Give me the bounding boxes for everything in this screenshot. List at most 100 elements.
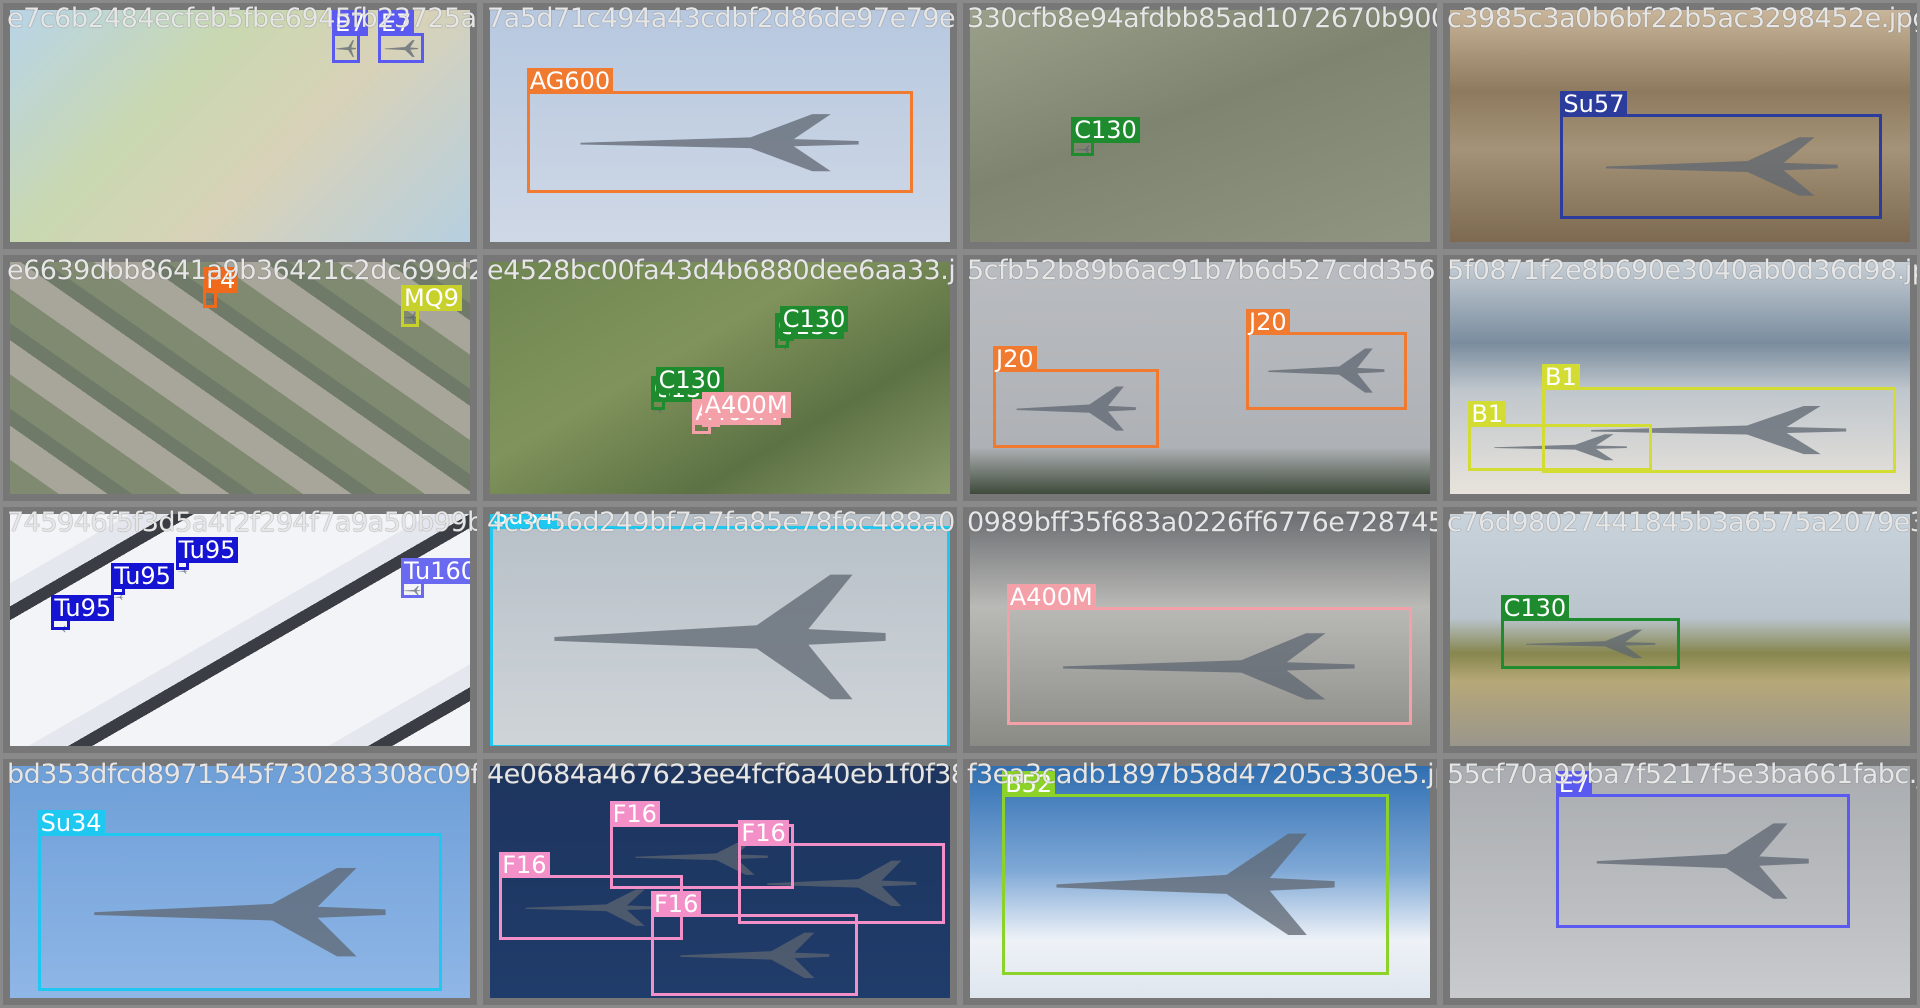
aircraft-silhouette-icon bbox=[1577, 400, 1860, 460]
tile-filename: 5cfb52b89b6ac91b7b6d527cdd356.jpg bbox=[967, 255, 1440, 286]
detection-box[interactable]: E7 bbox=[332, 10, 369, 64]
detection-box[interactable]: F16 bbox=[651, 891, 858, 996]
detection-box[interactable]: A400M bbox=[1006, 583, 1412, 726]
detection-box[interactable]: C130 bbox=[1500, 595, 1680, 670]
image-tile[interactable]: F4MQ9e6639dbb8641a9b36421c2dc699d26920.j… bbox=[0, 252, 480, 504]
detection-box[interactable]: C130 bbox=[779, 306, 849, 341]
detection-box[interactable]: C130 bbox=[1071, 116, 1140, 157]
aircraft-silhouette-icon bbox=[628, 834, 775, 879]
aircraft-silhouette-icon bbox=[1487, 431, 1634, 463]
tile-filename: 330cfb8e94afdbb85ad1072670b9006.jpg bbox=[967, 3, 1437, 34]
tile-filename: bd353dfcd8971545f730283308c09f1.jpg bbox=[7, 759, 480, 790]
aircraft-silhouette-icon bbox=[565, 107, 874, 178]
detection-label: Su57 bbox=[1560, 91, 1628, 118]
tile-image: C130 bbox=[970, 10, 1430, 242]
detection-box[interactable]: Tu95 bbox=[51, 595, 115, 630]
aircraft-silhouette-icon bbox=[1519, 626, 1663, 662]
detection-box[interactable]: B1 bbox=[1542, 364, 1897, 474]
detection-box[interactable]: E7 bbox=[378, 10, 424, 64]
tile-filename: e7c6b2484ecfeb5fbe6945fb23725ad.jpg bbox=[7, 3, 477, 34]
image-tile[interactable]: C130C130C130C130A400MA400Me4528bc00fa43d… bbox=[480, 252, 960, 504]
detection-box[interactable]: Tu160 bbox=[401, 558, 470, 598]
detection-label: B1 bbox=[1542, 364, 1580, 391]
aircraft-silhouette-icon bbox=[403, 584, 421, 596]
tile-image: C130C130C130C130A400MA400M bbox=[490, 262, 950, 494]
tile-filename: c3985c3a0b6bf22b5ac3298452e.jpg bbox=[1447, 3, 1920, 34]
tile-filename: 4c3c56d249bf7a7fa85e78f6c488a0.jpg bbox=[487, 507, 960, 538]
detection-box[interactable]: Tu95 bbox=[111, 562, 174, 596]
tile-image: C130 bbox=[1450, 514, 1910, 746]
image-tile[interactable]: C130 330cfb8e94afdbb85ad1072670b9006.jpg bbox=[960, 0, 1440, 252]
tile-image: Su57 bbox=[1450, 10, 1910, 242]
detection-box[interactable]: C130 bbox=[655, 366, 725, 402]
detection-box[interactable]: AG600 bbox=[526, 68, 914, 194]
tile-image: B52 bbox=[970, 766, 1430, 998]
detection-box[interactable]: J20 bbox=[993, 345, 1159, 448]
aircraft-silhouette-icon bbox=[403, 311, 418, 324]
aircraft-silhouette-icon bbox=[113, 587, 124, 600]
aircraft-silhouette-icon bbox=[1593, 130, 1851, 203]
detection-label: C130 bbox=[1500, 595, 1570, 622]
aircraft-silhouette-icon bbox=[205, 293, 216, 306]
image-tile[interactable]: Su34 bd353dfcd8971545f730283308c09f1.jpg bbox=[0, 756, 480, 1008]
detection-label: A400M bbox=[1006, 583, 1096, 610]
aircraft-silhouette-icon bbox=[335, 38, 357, 59]
image-tile[interactable]: C130 c76d98027441845b3a6575a2079e3.jpg bbox=[1440, 504, 1920, 756]
aircraft-silhouette-icon bbox=[1585, 814, 1821, 908]
detection-box[interactable]: F16 bbox=[609, 801, 794, 889]
detection-label: F16 bbox=[651, 891, 702, 918]
detection-label: Tu95 bbox=[175, 537, 239, 564]
detection-box[interactable]: J20 bbox=[1246, 308, 1407, 411]
detection-label: F4 bbox=[203, 266, 239, 293]
image-tile[interactable]: Su57 c3985c3a0b6bf22b5ac3298452e.jpg bbox=[1440, 0, 1920, 252]
tile-filename: c76d98027441845b3a6575a2079e3.jpg bbox=[1447, 507, 1917, 538]
detection-label: B52 bbox=[1002, 770, 1056, 797]
aircraft-silhouette-icon bbox=[1047, 625, 1371, 708]
detection-label: F16 bbox=[499, 852, 550, 879]
image-tile[interactable]: A400M 0989bff35f683a0226ff6776e728745a.jp… bbox=[960, 504, 1440, 756]
tile-filename: 0989bff35f683a0226ff6776e728745a.jpg bbox=[967, 507, 1440, 538]
aircraft-silhouette-icon bbox=[518, 885, 665, 930]
tile-image: AG600 bbox=[490, 10, 950, 242]
detection-box[interactable]: E7 bbox=[1555, 770, 1851, 929]
detection-box[interactable]: Su34 bbox=[490, 514, 950, 746]
detection-box[interactable]: B1 bbox=[1468, 401, 1653, 471]
detection-label: Su34 bbox=[490, 514, 557, 529]
detection-label: C130 bbox=[1071, 116, 1140, 143]
detection-label: J20 bbox=[1246, 308, 1290, 335]
image-tile[interactable]: E7 E7e7c6b2484ecfeb5fbe6945fb23725ad.jpg bbox=[0, 0, 480, 252]
detection-box[interactable]: A400M bbox=[701, 392, 791, 427]
detection-label: C130 bbox=[655, 366, 725, 393]
detection-box[interactable]: B52 bbox=[1002, 770, 1389, 975]
detection-box[interactable]: F4 bbox=[203, 266, 239, 309]
tile-image: E7 E7 bbox=[10, 10, 470, 242]
detection-box[interactable]: Su34 bbox=[37, 810, 443, 992]
tile-filename: 5f0871f2e8b690e3040ab0d36d98.jpg bbox=[1447, 255, 1920, 286]
detection-box[interactable]: Tu95 bbox=[175, 537, 239, 570]
detection-label: F16 bbox=[738, 819, 789, 846]
tile-filename: e6639dbb8641a9b36421c2dc699d26920.jpg bbox=[7, 255, 477, 286]
tile-image: Su34 bbox=[10, 766, 470, 998]
tile-filename: e4528bc00fa43d4b6880dee6aa33.jpg bbox=[487, 255, 960, 286]
aircraft-silhouette-icon bbox=[1074, 142, 1092, 155]
tile-filename: 55cf70a99ba7f5217f5e3ba661fabc.jpg bbox=[1447, 759, 1920, 790]
tile-image: Su34 bbox=[490, 514, 950, 746]
detection-box[interactable]: Su57 bbox=[1560, 91, 1883, 219]
image-tile[interactable]: AG600 7a5d71c494a43cdbf2d86de97e79e0630.j… bbox=[480, 0, 960, 252]
tile-filename: 7a5d71c494a43cdbf2d86de97e79e0630.jpg bbox=[487, 3, 957, 34]
detection-box[interactable]: MQ9 bbox=[401, 285, 462, 327]
detection-label: E7 bbox=[332, 10, 369, 37]
detection-label: AG600 bbox=[526, 68, 614, 95]
detection-box[interactable]: F16 bbox=[738, 819, 946, 924]
aircraft-silhouette-icon bbox=[759, 855, 925, 912]
